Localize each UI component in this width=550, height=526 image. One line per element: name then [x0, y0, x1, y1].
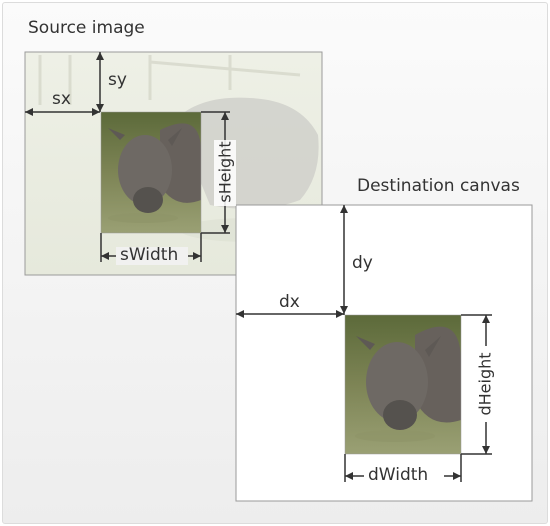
label-dWidth: dWidth [368, 465, 429, 485]
label-dy: dy [352, 253, 373, 273]
label-sWidth: sWidth [120, 245, 179, 265]
label-dHeight: dHeight [476, 352, 495, 415]
label-sx: sx [52, 89, 71, 109]
source-crop-region [101, 112, 201, 233]
destination-canvas-title: Destination canvas [357, 176, 520, 196]
destination-image [345, 315, 461, 454]
label-sy: sy [108, 70, 127, 90]
label-sHeight: sHeight [216, 141, 235, 202]
label-dx: dx [279, 292, 300, 312]
source-image-title: Source image [28, 18, 145, 38]
arrowheads [25, 52, 490, 480]
